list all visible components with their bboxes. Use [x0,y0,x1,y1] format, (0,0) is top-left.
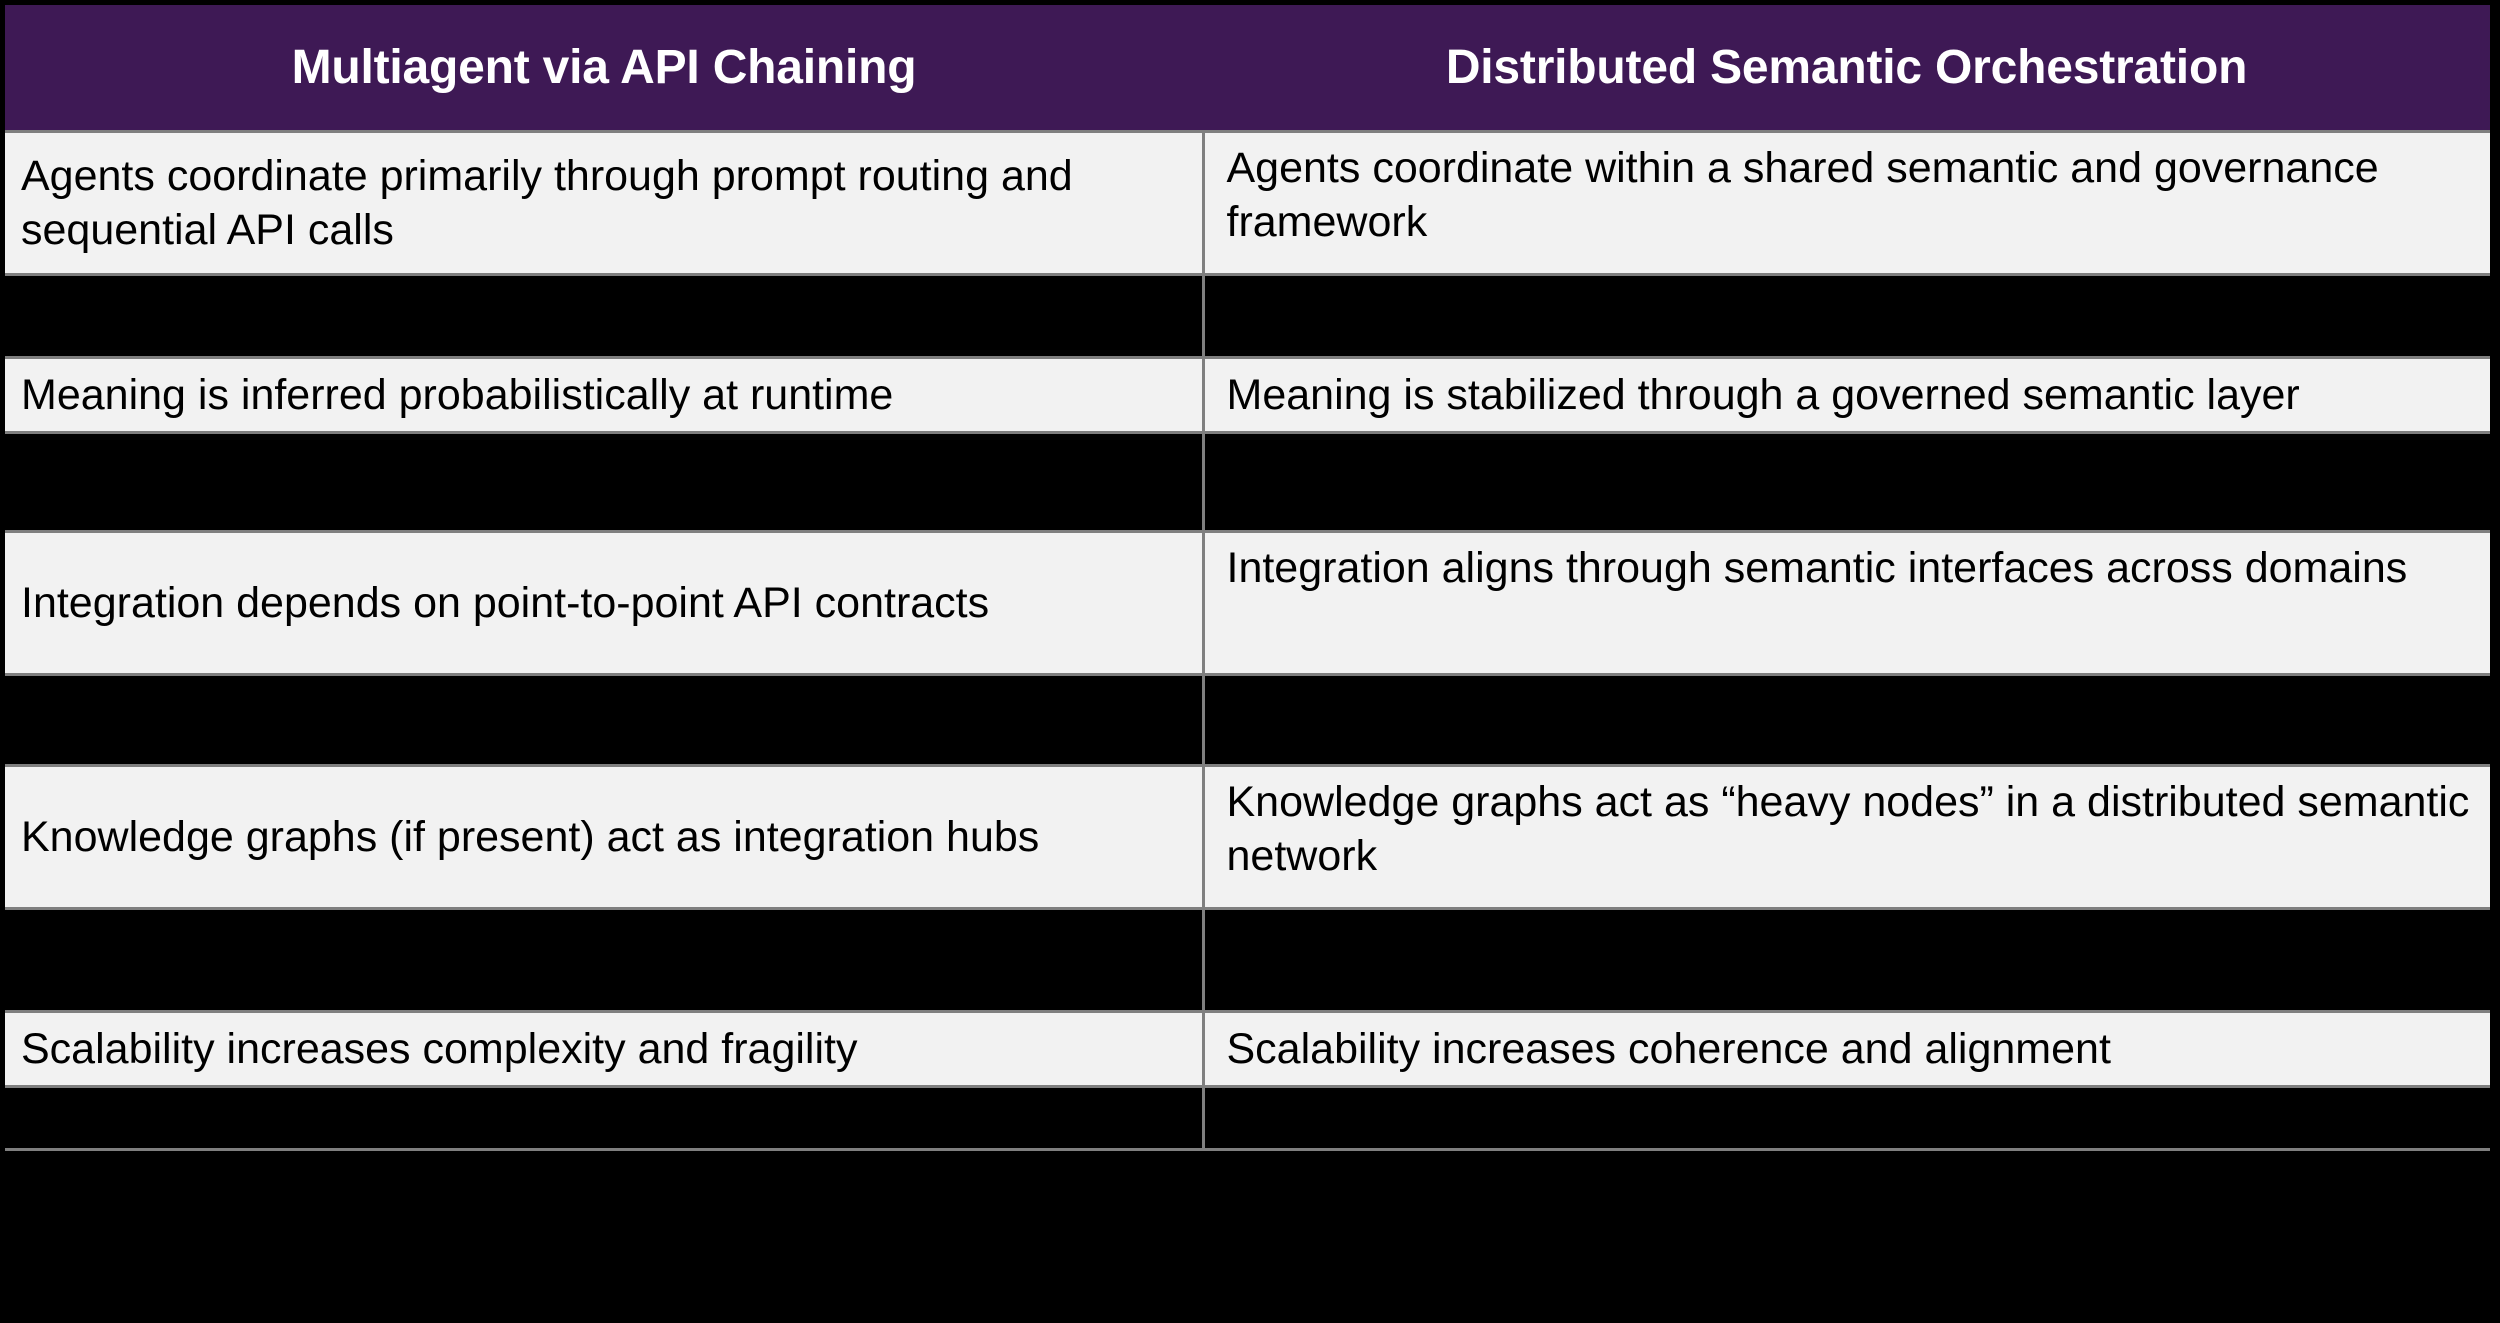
spacer-row [5,431,2490,533]
spacer-cell-multiagent [5,673,1205,767]
column-header-distributed: Distributed Semantic Orchestration [1203,5,2490,132]
cell-distributed: Agents coordinate within a shared semant… [1203,130,2490,276]
spacer-cell-multiagent [5,273,1205,359]
cell-multiagent: Agents coordinate primarily through prom… [5,130,1205,276]
cell-text: Meaning is inferred probabilistically at… [21,370,894,419]
cell-text: Knowledge graphs (if present) act as int… [21,812,1040,861]
spacer-cell-multiagent [5,907,1205,1013]
spacer-row [5,907,2490,1013]
cell-multiagent: Meaning is inferred probabilistically at… [5,356,1205,434]
table-row: Knowledge graphs (if present) act as int… [5,764,2490,910]
table-row: Integration depends on point-to-point AP… [5,530,2490,676]
spacer-cell-distributed [1203,673,2490,767]
cell-distributed: Integration aligns through semantic inte… [1203,530,2490,676]
cell-multiagent: Knowledge graphs (if present) act as int… [5,764,1205,910]
cell-text: Scalability increases coherence and alig… [1226,1024,2111,1073]
cell-text: Scalability increases complexity and fra… [21,1024,858,1073]
spacer-cell-distributed [1203,907,2490,1013]
table-header-row: Multiagent via API Chaining Distributed … [5,5,2490,132]
cell-text: Integration aligns through semantic inte… [1226,544,2408,592]
cell-text: Integration depends on point-to-point AP… [21,578,990,627]
table-row: Meaning is inferred probabilistically at… [5,356,2490,434]
comparison-table: Multiagent via API Chaining Distributed … [5,5,2490,1151]
column-header-multiagent: Multiagent via API Chaining [5,5,1203,132]
table-row: Scalability increases complexity and fra… [5,1010,2490,1088]
cell-text: Meaning is stabilized through a governed… [1226,370,2300,419]
spacer-row [5,1085,2490,1151]
spacer-row [5,673,2490,767]
table-row: Agents coordinate primarily through prom… [5,130,2490,276]
spacer-cell-multiagent [5,431,1205,533]
cell-distributed: Meaning is stabilized through a governed… [1203,356,2490,434]
cell-distributed: Scalability increases coherence and alig… [1203,1010,2490,1088]
cell-text: Agents coordinate within a shared semant… [1226,144,2379,247]
spacer-row [5,273,2490,359]
spacer-cell-multiagent [5,1085,1205,1151]
cell-multiagent: Scalability increases complexity and fra… [5,1010,1205,1088]
cell-multiagent: Integration depends on point-to-point AP… [5,530,1205,676]
spacer-cell-distributed [1203,273,2490,359]
spacer-cell-distributed [1203,1085,2490,1151]
cell-text: Knowledge graphs act as “heavy nodes” in… [1226,778,2470,881]
cell-text: Agents coordinate primarily through prom… [21,151,1073,254]
cell-distributed: Knowledge graphs act as “heavy nodes” in… [1203,764,2490,910]
spacer-cell-distributed [1203,431,2490,533]
